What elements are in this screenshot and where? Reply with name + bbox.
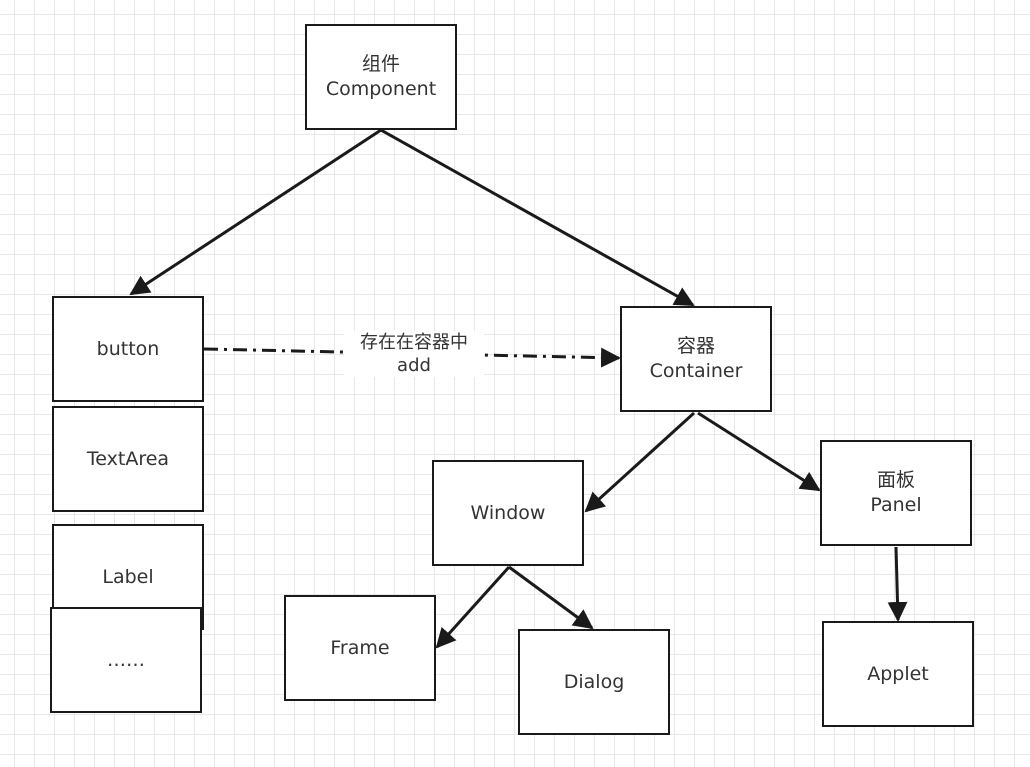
node-textarea-label: TextArea [86, 447, 170, 470]
node-textarea[interactable]: TextArea [52, 406, 204, 512]
node-dialog-label: Dialog [563, 670, 625, 693]
node-panel-line1: 面板 [876, 469, 915, 491]
node-frame[interactable]: Frame [284, 595, 436, 701]
node-dialog[interactable]: Dialog [518, 629, 670, 735]
node-component-line1: 组件 [361, 53, 400, 75]
edge-label-line1: 存在在容器中 [360, 332, 468, 353]
edge-label-line2: add [397, 355, 431, 376]
node-button-label: button [96, 337, 160, 360]
node-applet-label: Applet [867, 662, 929, 685]
node-panel-line2: Panel [870, 494, 922, 516]
edge-label-add: 存在在容器中 add [344, 331, 484, 377]
edge-component-button [129, 128, 382, 296]
node-component-line2: Component [325, 78, 437, 100]
edge-container-panel [697, 411, 821, 492]
node-panel[interactable]: 面板 Panel [820, 440, 972, 546]
node-label-label: Label [102, 565, 154, 588]
node-component[interactable]: 组件 Component [305, 24, 457, 130]
node-window-label: Window [470, 501, 546, 524]
node-container[interactable]: 容器 Container [620, 306, 772, 412]
node-window[interactable]: Window [432, 460, 584, 566]
node-more-label: …… [107, 648, 145, 671]
edge-panel-applet [887, 546, 908, 622]
node-container-line1: 容器 [676, 335, 715, 357]
node-container-line2: Container [649, 360, 743, 382]
edge-component-container [380, 128, 695, 307]
edge-container-window [584, 411, 696, 513]
node-button[interactable]: button [52, 296, 204, 402]
edge-window-frame [435, 565, 511, 649]
node-applet[interactable]: Applet [822, 621, 974, 727]
node-more[interactable]: …… [50, 607, 202, 713]
edge-window-dialog [508, 565, 594, 630]
node-frame-label: Frame [330, 636, 390, 659]
